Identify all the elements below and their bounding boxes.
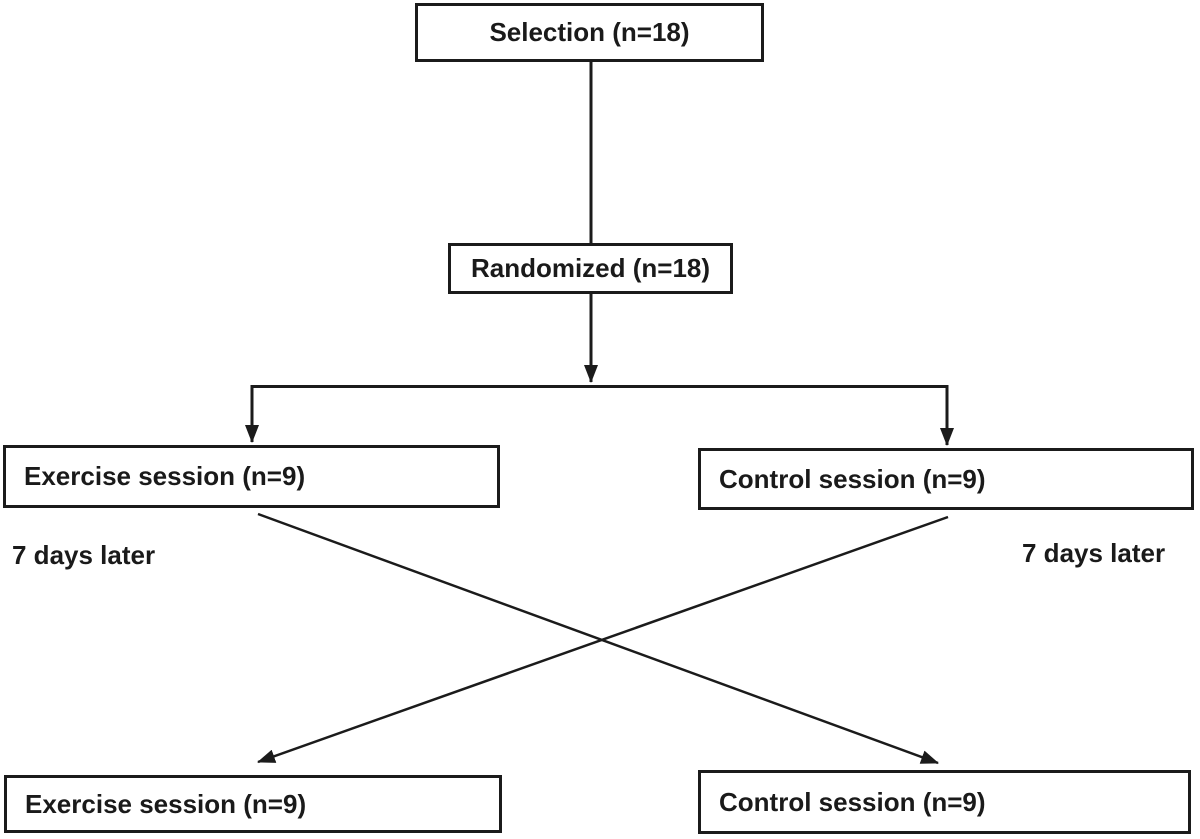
randomized-box: Randomized (n=18) [448, 243, 733, 294]
arrow-control-to-exercise-crossover [257, 515, 949, 764]
exercise-session-second-box: Exercise session (n=9) [4, 775, 502, 833]
selection-box: Selection (n=18) [415, 3, 764, 62]
arrow-exercise-to-control-crossover [257, 512, 939, 765]
control-session-first-box: Control session (n=9) [698, 448, 1194, 510]
control-session-second-box: Control session (n=9) [698, 770, 1191, 834]
selection-box-label: Selection (n=18) [489, 17, 690, 47]
exercise-session-first-box: Exercise session (n=9) [3, 445, 500, 508]
control-session-second-label: Control session (n=9) [719, 786, 986, 817]
right-delay-annotation: 7 days later [1022, 538, 1166, 568]
exercise-session-second-label: Exercise session (n=9) [25, 788, 307, 819]
left-delay-annotation: 7 days later [12, 540, 156, 570]
exercise-session-first-label: Exercise session (n=9) [24, 461, 306, 491]
control-session-first-label: Control session (n=9) [719, 463, 986, 494]
randomized-box-label: Randomized (n=18) [470, 253, 711, 283]
